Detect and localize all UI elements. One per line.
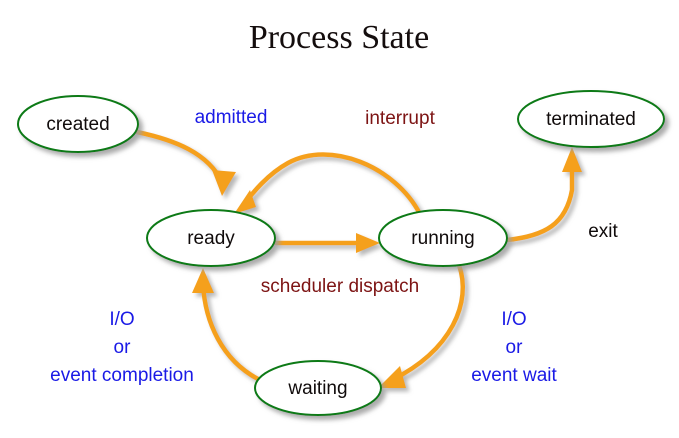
- edge-io-or-event-completion: [200, 281, 261, 382]
- edge-interrupt: [238, 152, 423, 217]
- edge-label-interrupt: interrupt: [365, 108, 435, 129]
- edge-admitted: [134, 129, 225, 185]
- state-ellipse-terminated[interactable]: [517, 90, 665, 148]
- state-node-created[interactable]: created: [17, 95, 139, 153]
- state-label-terminated: terminated: [546, 109, 636, 130]
- edge-label-scheduler-dispatch: scheduler dispatch: [261, 276, 419, 297]
- state-node-waiting[interactable]: waiting: [254, 360, 382, 416]
- state-label-created: created: [46, 114, 109, 135]
- edge-label-layer: admitted interrupt scheduler dispatch ex…: [50, 107, 618, 386]
- state-ellipse-ready[interactable]: [146, 209, 276, 267]
- edge-io-or-event-wait: [389, 262, 465, 383]
- node-layer: created terminated ready running waiting: [17, 90, 665, 416]
- state-label-running: running: [411, 228, 474, 249]
- edge-label-exit: exit: [588, 221, 618, 242]
- edge-label-io-or-event-completion-line-1: I/O: [109, 309, 134, 330]
- state-ellipse-created[interactable]: [17, 95, 139, 153]
- state-node-running[interactable]: running: [378, 209, 508, 267]
- state-node-terminated[interactable]: terminated: [517, 90, 665, 148]
- edge-label-io-or-event-wait-line-2: or: [506, 337, 524, 358]
- edge-label-io-or-event-wait-line-3: event wait: [471, 365, 557, 386]
- state-ellipse-waiting[interactable]: [254, 360, 382, 416]
- edge-label-io-or-event-wait: I/O or event wait: [471, 309, 557, 386]
- edge-exit-arrowhead: [562, 147, 582, 172]
- edge-label-io-or-event-completion: I/O or event completion: [50, 309, 194, 386]
- edge-label-admitted: admitted: [195, 107, 268, 128]
- edge-interrupt-arrowhead: [234, 190, 256, 214]
- edge-label-io-or-event-completion-line-3: event completion: [50, 365, 194, 386]
- edge-io-or-event-completion-arrowhead: [192, 268, 214, 293]
- page-title: Process State: [249, 19, 429, 56]
- edge-admitted-arrowhead: [212, 170, 236, 196]
- state-node-ready[interactable]: ready: [146, 209, 276, 267]
- state-label-waiting: waiting: [287, 378, 347, 399]
- state-ellipse-running[interactable]: [378, 209, 508, 267]
- state-label-ready: ready: [187, 228, 235, 249]
- edge-scheduler-dispatch-arrowhead: [356, 233, 380, 253]
- edge-label-io-or-event-wait-line-1: I/O: [501, 309, 526, 330]
- edge-label-io-or-event-completion-line-2: or: [114, 337, 132, 358]
- edge-exit: [504, 157, 575, 243]
- edge-layer: [134, 129, 582, 388]
- edge-io-or-event-wait-arrowhead: [378, 366, 406, 388]
